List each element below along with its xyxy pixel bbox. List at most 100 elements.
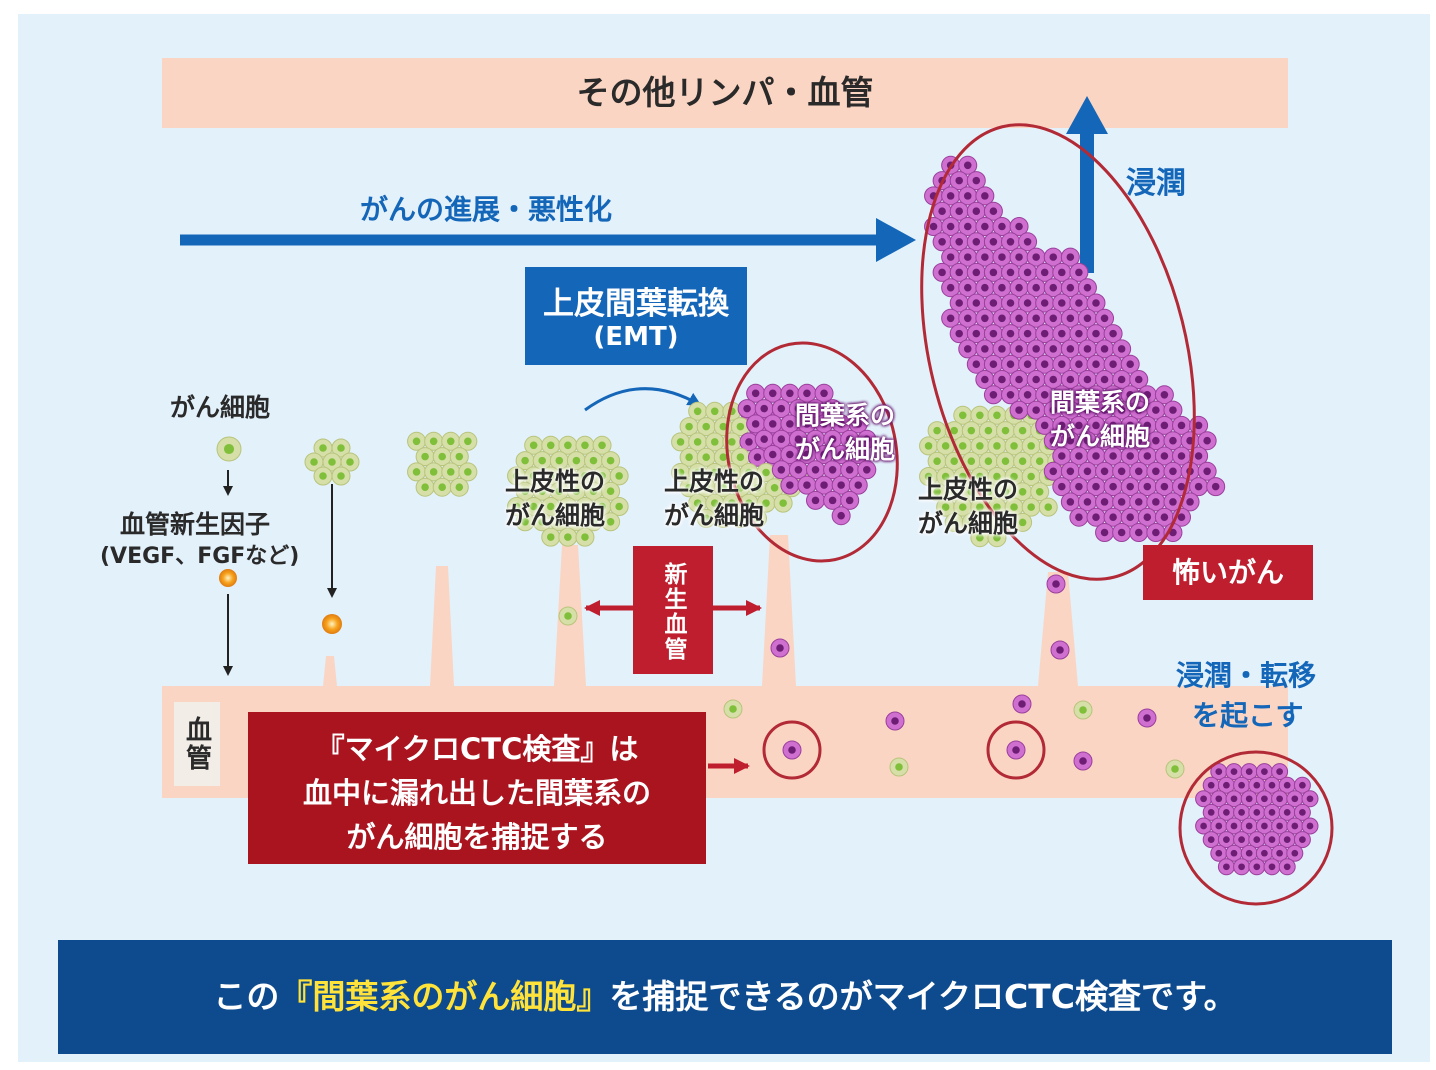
epithelial-cell (1013, 512, 1033, 532)
mesenchymal-cell (1240, 790, 1258, 808)
mesenchymal-cell (797, 414, 817, 434)
mesenchymal-cell (1240, 817, 1258, 835)
mesenchymal-cell (983, 385, 1003, 405)
epithelial-cell (216, 436, 242, 462)
epithelial-cell (532, 481, 552, 501)
mesenchymal-cell (1271, 763, 1289, 781)
footer-text-prefix: この (213, 977, 280, 1016)
epithelial-cell (331, 466, 351, 486)
epithelial-label-1b: がん細胞 (505, 501, 606, 530)
epithelial-cell (978, 451, 998, 471)
epithelial-cell (449, 447, 469, 467)
angiogenic-factor-examples: (VEGF、FGFなど) (100, 544, 300, 569)
epithelial-cell (524, 466, 544, 486)
mesenchymal-cell (1052, 324, 1072, 344)
epithelial-cell (978, 421, 998, 441)
mesenchymal-cell (941, 217, 961, 236)
mesenchymal-cell (746, 414, 766, 434)
mesenchymal-cell (1103, 415, 1123, 435)
mesenchymal-cell (1035, 385, 1055, 405)
epithelial-cell (987, 405, 1007, 425)
mesenchymal-cell (1073, 751, 1093, 771)
epithelial-cell (558, 527, 578, 547)
mesenchymal-cell (823, 399, 843, 419)
epithelial-cell (575, 497, 595, 516)
progress-arrow-head (876, 218, 916, 262)
epithelial-cell (996, 482, 1015, 502)
mesenchymal-cell (1077, 278, 1097, 298)
mesenchymal-cell (1060, 431, 1080, 451)
mesenchymal-cell (1146, 400, 1166, 420)
mesenchymal-cell (1286, 844, 1304, 862)
mesenchymal-cell (1077, 431, 1097, 451)
epithelial-cell (558, 435, 578, 455)
mesenchymal-cell (1301, 790, 1319, 808)
mesenchymal-cell (823, 490, 843, 510)
mesenchymal-cell (975, 186, 995, 206)
epithelial-cell (987, 528, 1007, 548)
mesenchymal-cell (1069, 415, 1089, 435)
mesenchymal-cell (1233, 776, 1251, 794)
mesenchymal-cell (1146, 523, 1166, 542)
epithelial-cell (1073, 700, 1093, 720)
mesenchymal-cell (857, 460, 877, 480)
mesenchymal-cell (1112, 431, 1132, 451)
mesenchymal-cell (1035, 324, 1055, 344)
mesenchymal-cell (1189, 446, 1209, 466)
dangerous-cancer-label: 怖いがん (1171, 556, 1284, 589)
mesenchymal-cell (1077, 308, 1097, 328)
epithelial-cell (601, 451, 621, 471)
epithelial-cell (723, 699, 743, 719)
mesenchymal-cell (1195, 790, 1213, 808)
mesenchymal-cell (1137, 507, 1157, 527)
epithelial-cell (1021, 436, 1041, 456)
mesenchymal-cell (1018, 232, 1038, 252)
mesenchymal-cell (1103, 324, 1123, 344)
epithelial-cell (1030, 451, 1050, 471)
mesenchymal-cell (1043, 461, 1063, 481)
mesenchymal-label-2: 間葉系の (1050, 388, 1151, 417)
footer-message: この『間葉系のがん細胞』を捕捉できるのがマイクロCTC検査です。 (58, 940, 1392, 1054)
mesenchymal-cell (1112, 370, 1132, 389)
epithelial-cell (722, 493, 742, 513)
mesenchymal-cell (966, 262, 986, 282)
epithelial-cell (432, 447, 452, 467)
mesenchymal-cell (780, 475, 800, 495)
mesenchymal-cell (1293, 776, 1311, 794)
mesenchymal-cell (1069, 507, 1089, 527)
invasion-label: 浸潤 (1126, 166, 1186, 201)
epithelial-cell (671, 463, 691, 482)
mesenchymal-cell (1018, 324, 1038, 344)
epithelial-cell (592, 497, 612, 516)
mesenchymal-cell (788, 429, 808, 449)
mesenchymal-cell (823, 429, 843, 449)
mesenchymal-cell (1046, 574, 1066, 594)
mesenchymal-cell (1012, 694, 1032, 714)
epithelial-cell (696, 478, 716, 498)
mesenchymal-cell (966, 324, 986, 344)
epithelial-cell (609, 466, 629, 486)
mesenchymal-cell (857, 429, 877, 449)
epithelial-cell (566, 451, 586, 471)
epithelial-cell (730, 508, 750, 528)
mesenchymal-cell (1225, 790, 1243, 808)
epithelial-cell (705, 463, 725, 482)
mesenchymal-cell (1225, 763, 1243, 781)
mesenchymal-cell (1233, 831, 1251, 849)
mesenchymal-cell (806, 460, 825, 480)
mesenchymal-cell (1197, 431, 1217, 451)
mesenchymal-cell (1050, 640, 1070, 660)
epithelial-cell (415, 477, 435, 497)
mesenchymal-cell (1233, 858, 1251, 876)
epithelial-cell (592, 435, 612, 455)
mesenchymal-cell (1112, 492, 1132, 512)
mesenchymal-cell (1069, 446, 1089, 466)
mesenchymal-cell (1069, 262, 1089, 282)
mesenchymal-cell (1009, 339, 1029, 359)
mesenchymal-cell (949, 201, 969, 221)
epithelial-cell (1021, 467, 1041, 486)
epithelial-label-3: 上皮性の (918, 475, 1019, 504)
epithelial-cell (927, 421, 947, 441)
